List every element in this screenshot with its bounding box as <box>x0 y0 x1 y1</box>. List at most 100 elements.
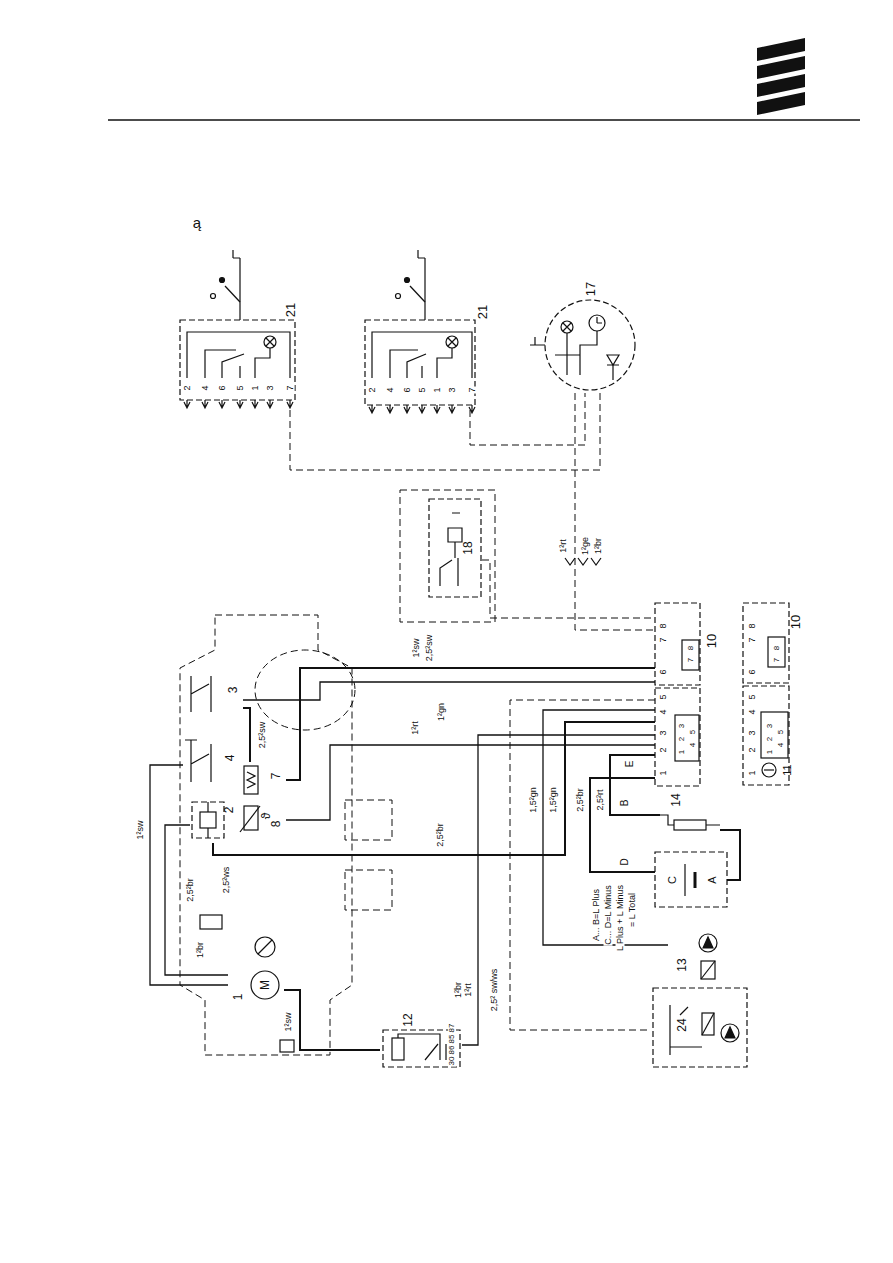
wire <box>290 393 600 470</box>
resistor-leads <box>207 802 208 838</box>
pin-terminal <box>369 405 375 413</box>
pin-number: 3 <box>266 384 275 391</box>
pin-terminal <box>267 400 273 408</box>
pin-block <box>682 640 699 670</box>
timer-clock: 17 <box>535 275 645 393</box>
wire-label: 2,5²br <box>436 822 445 848</box>
wire <box>610 755 660 815</box>
pump-coil <box>702 1013 714 1035</box>
relay-housing <box>383 1030 460 1067</box>
pin-number: 8 <box>659 622 668 629</box>
wire <box>510 700 655 1030</box>
switch-contact <box>390 350 418 378</box>
header-rule <box>108 119 860 121</box>
socket-symbol <box>762 763 776 777</box>
component-number: 12 <box>402 1013 414 1026</box>
clock-symbol <box>589 315 605 331</box>
plug-housing <box>743 603 789 683</box>
lamp-cross <box>266 338 274 346</box>
legend-note: C... D=L Minus <box>604 884 613 945</box>
overheat-switch <box>200 915 222 929</box>
heater-symbols <box>200 558 601 1052</box>
component-number: 10 <box>789 615 802 629</box>
switch: 3 <box>183 672 243 717</box>
selector-switch: 21 <box>360 250 500 410</box>
switch-housing <box>180 320 295 400</box>
symbol-drawing <box>655 852 727 907</box>
position-dot <box>405 278 410 283</box>
wire <box>150 765 228 985</box>
lamp-symbol <box>446 336 458 348</box>
position-dot <box>396 294 401 299</box>
symbol-drawing <box>428 498 482 598</box>
component-number: 3 <box>227 687 239 694</box>
socket-key <box>764 769 774 770</box>
legend-note: A... B=L Plus <box>592 888 601 942</box>
coil-slash <box>701 961 715 979</box>
terminal-letter: E <box>625 760 635 769</box>
pin-number: 7 <box>659 636 668 643</box>
plug-contact <box>578 558 588 565</box>
symbol-drawing <box>238 800 286 840</box>
lamp-cross <box>563 323 571 331</box>
motor-symbol <box>251 971 279 999</box>
wire <box>590 778 655 872</box>
symbol-group <box>655 603 700 786</box>
symbol-drawing <box>743 600 804 788</box>
symbol-group <box>180 250 295 408</box>
position-dot <box>220 278 225 283</box>
pin-number: 3 <box>766 723 774 729</box>
pin-number: 4 <box>689 742 697 748</box>
switch-contact <box>372 332 472 378</box>
symbol-group <box>655 852 727 907</box>
relay-coil <box>392 1038 404 1060</box>
switch-shaft <box>233 250 240 320</box>
symbol-drawing <box>183 672 243 717</box>
sensor-body <box>244 806 258 830</box>
wire-label: 1²sw <box>412 637 421 658</box>
pin-number: 3 <box>448 386 457 393</box>
pin-number: 7 <box>748 636 757 643</box>
switch-contact <box>437 348 452 378</box>
pin-number: 7 <box>687 657 695 663</box>
plug-housing <box>655 603 700 685</box>
pushbutton-switch: 4 <box>183 738 238 788</box>
pin-number: 5 <box>236 384 245 391</box>
diode-symbol <box>607 355 619 365</box>
pin-block <box>675 715 699 761</box>
symbol-drawing <box>190 798 237 843</box>
pin-terminal <box>287 400 293 408</box>
pin-number: 2 <box>748 746 757 753</box>
logo-bar <box>757 92 805 115</box>
pin-number: 1 <box>678 749 686 755</box>
symbol-group <box>762 763 776 777</box>
switch-contact <box>255 348 270 378</box>
plug-symbol <box>280 1040 294 1052</box>
lamp-symbol <box>561 321 573 333</box>
lamp-cross <box>448 338 456 346</box>
intake-pipe <box>345 870 392 910</box>
component-number: 24 <box>676 1018 688 1031</box>
wire <box>165 825 228 975</box>
wire-label: 2,5²sw <box>425 634 434 663</box>
control-unit: 18 <box>428 498 482 598</box>
pin-number: 4 <box>201 384 210 391</box>
wire-label: 2,5²ws <box>222 866 231 895</box>
pin-number: 3 <box>678 723 686 729</box>
wire <box>284 990 380 1050</box>
glow-plug: 7 <box>238 762 286 798</box>
unit-wiring <box>440 513 460 586</box>
lamp-symbol <box>264 336 276 348</box>
pin-number: 5 <box>777 729 785 735</box>
battery-housing <box>655 852 727 907</box>
round-socket: 11 <box>747 758 797 784</box>
wire-label: 1²br <box>594 537 603 555</box>
symbol-drawing <box>535 275 645 393</box>
symbol-group <box>251 971 279 999</box>
switch-symbol <box>191 676 211 712</box>
component-number: 11 <box>782 764 793 775</box>
pin-number: 5 <box>418 386 427 393</box>
wire-label: 2,5²sw <box>258 721 267 750</box>
pin-terminal <box>387 405 393 413</box>
component-number: 18 <box>462 541 474 554</box>
